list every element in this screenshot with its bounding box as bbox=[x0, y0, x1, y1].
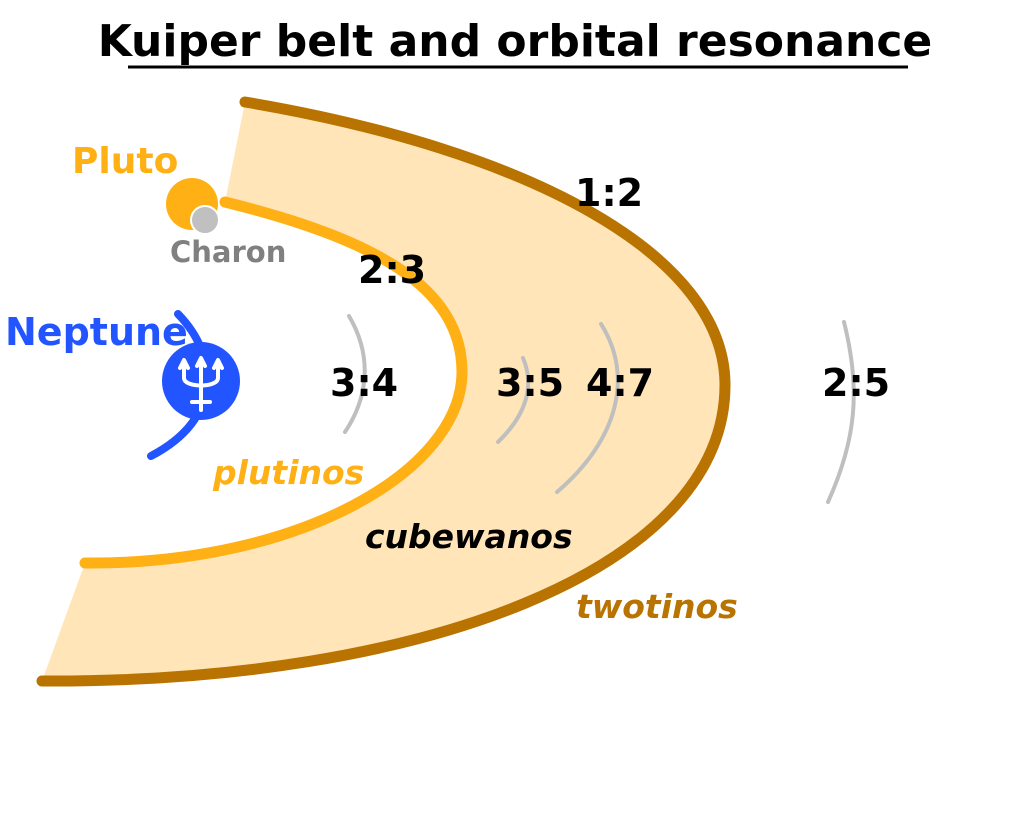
resonance-arc-3-5 bbox=[496, 356, 531, 444]
charon-moon bbox=[190, 205, 220, 235]
resonance-arc-4-7 bbox=[555, 322, 620, 494]
resonance-label-4-7: 4:7 bbox=[586, 361, 654, 405]
resonance-arc-2-5 bbox=[826, 320, 856, 504]
trident-icon bbox=[178, 356, 224, 412]
resonance-label-2-3: 2:3 bbox=[358, 248, 426, 292]
plutinos-label: plutinos bbox=[212, 453, 364, 492]
twotino-orbit bbox=[36, 96, 731, 687]
resonance-label-3-5: 3:5 bbox=[496, 361, 564, 405]
charon-label: Charon bbox=[170, 235, 286, 269]
plutino-orbit bbox=[79, 196, 468, 569]
pluto-label: Pluto bbox=[72, 141, 178, 182]
resonance-arc-3-4 bbox=[343, 314, 367, 434]
cubewanos-label: cubewanos bbox=[365, 517, 573, 556]
kuiper-belt-band bbox=[42, 102, 725, 682]
neptune-planet bbox=[162, 342, 240, 420]
neptune-label: Neptune bbox=[5, 310, 188, 354]
resonance-label-1-2: 1:2 bbox=[575, 171, 643, 215]
twotinos-label: twotinos bbox=[576, 587, 738, 626]
resonance-label-2-5: 2:5 bbox=[822, 361, 890, 405]
page-title: Kuiper belt and orbital resonance bbox=[98, 16, 933, 67]
resonance-label-3-4: 3:4 bbox=[330, 361, 398, 405]
